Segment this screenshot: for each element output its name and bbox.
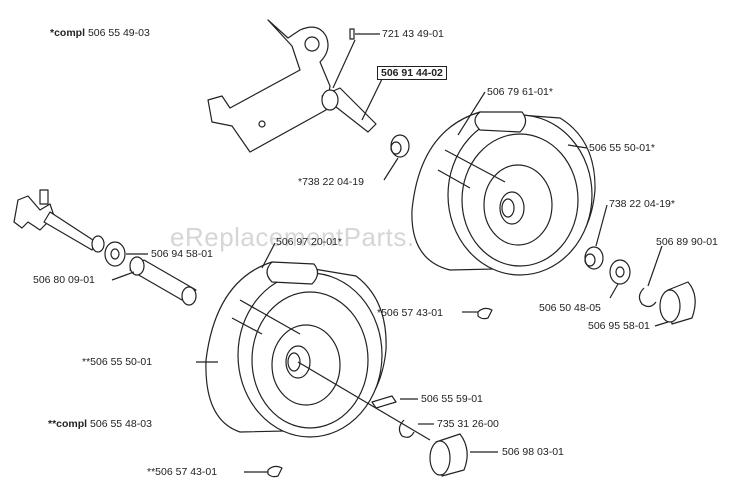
part-label-506-57-43-01-b: **506 57 43-01 bbox=[147, 466, 218, 478]
bottom-circlip bbox=[398, 419, 415, 438]
part-label-735-31-26-00: 735 31 26-00 bbox=[437, 418, 499, 430]
part-label-506-57-43-01-a: *506 57 43-01 bbox=[377, 307, 443, 319]
compl-prefix: **compl bbox=[48, 418, 88, 430]
part-number: 506 55 49-03 bbox=[87, 27, 150, 39]
bottom-pin bbox=[371, 395, 397, 409]
part-label-506-55-59-01: 506 55 59-01 bbox=[421, 393, 483, 405]
pin-721-43-49-01 bbox=[349, 28, 355, 40]
bottom-clip-a bbox=[477, 307, 493, 320]
part-label-506-97-20-01: 506 97 20-01* bbox=[276, 236, 342, 248]
part-label-506-91-44-02: 506 91 44-02 bbox=[377, 66, 447, 80]
part-label-738-22-04-19-a: *738 22 04-19 bbox=[298, 176, 364, 188]
part-label-506-80-09-01: 506 80 09-01 bbox=[33, 274, 95, 286]
compl-prefix: *compl bbox=[50, 27, 86, 39]
right-washer bbox=[609, 259, 631, 285]
part-label-506-55-50-01-b: **506 55 50-01 bbox=[82, 356, 153, 368]
part-number: 506 55 48-03 bbox=[90, 418, 152, 430]
compl-top-label: *compl 506 55 49-03 bbox=[50, 27, 150, 39]
spacer-tube bbox=[129, 256, 197, 306]
part-label-506-98-03-01: 506 98 03-01 bbox=[502, 446, 564, 458]
part-label-506-79-61-01: 506 79 61-01* bbox=[487, 86, 553, 98]
part-label-506-55-50-01-a: 506 55 50-01* bbox=[589, 142, 655, 154]
left-washer bbox=[104, 241, 126, 267]
bottom-wheel bbox=[205, 261, 431, 441]
compl-bottom-label: **compl 506 55 48-03 bbox=[48, 418, 152, 430]
bottom-clip-b bbox=[267, 465, 283, 478]
part-label-506-95-58-01: 506 95 58-01 bbox=[588, 320, 650, 332]
part-label-506-50-48-05: 506 50 48-05 bbox=[539, 302, 601, 314]
part-label-506-94-58-01: 506 94 58-01 bbox=[151, 248, 213, 260]
left-axle-bracket bbox=[13, 189, 105, 253]
part-label-738-22-04-19-b: 738 22 04-19* bbox=[609, 198, 675, 210]
top-wheel bbox=[411, 111, 596, 276]
right-hub-cap bbox=[659, 281, 696, 325]
right-circlip bbox=[638, 287, 657, 308]
axle-bracket bbox=[207, 19, 331, 153]
right-bearing bbox=[584, 246, 604, 270]
bottom-hub-cap bbox=[429, 433, 468, 477]
top-bearing bbox=[390, 134, 410, 158]
part-label-506-89-90-01: 506 89 90-01 bbox=[656, 236, 718, 248]
top-axle-stub bbox=[321, 87, 377, 133]
part-label-721-43-49-01: 721 43 49-01 bbox=[382, 28, 444, 40]
